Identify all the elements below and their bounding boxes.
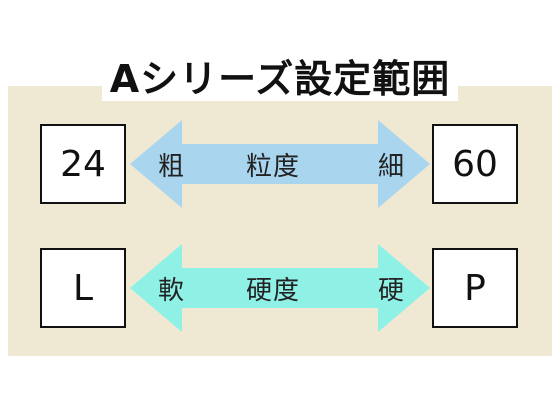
grit-arrow-shape (130, 120, 430, 208)
hardness-double-arrow (130, 244, 430, 332)
diagram-title: Aシリーズ設定範囲 (0, 55, 560, 103)
hardness-max-box: P (432, 248, 518, 328)
grit-coarse-label: 粗 (158, 151, 186, 182)
grit-range-arrow: 粗 粒度 細 (130, 120, 430, 208)
hardness-soft-label: 軟 (158, 275, 186, 306)
hardness-min-box: L (40, 248, 126, 328)
hardness-center-label: 硬度 (246, 275, 301, 306)
hardness-arrow-shape (130, 244, 430, 332)
grit-double-arrow (130, 120, 430, 208)
grit-fine-label: 細 (378, 151, 406, 182)
grit-min-box: 24 (40, 124, 126, 204)
hardness-hard-label: 硬 (378, 275, 406, 306)
diagram-title-text: Aシリーズ設定範囲 (101, 57, 459, 101)
hardness-range-arrow: 軟 硬度 硬 (130, 244, 430, 332)
grit-max-box: 60 (432, 124, 518, 204)
grit-center-label: 粒度 (246, 151, 301, 182)
